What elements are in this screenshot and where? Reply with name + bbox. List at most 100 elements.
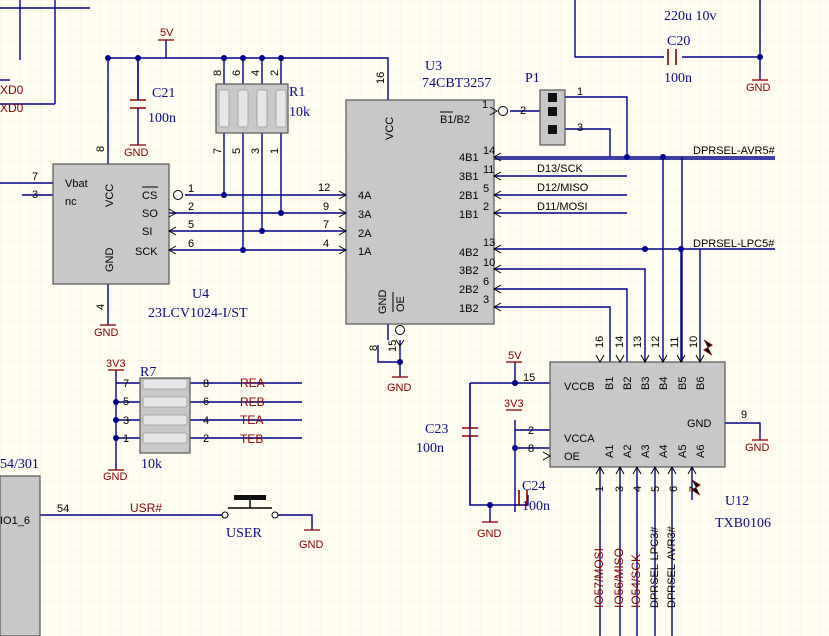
gnd-label-u3: GND [387,382,412,394]
svg-text:8: 8 [212,70,224,76]
svg-text:14: 14 [614,336,626,348]
u4-num-vbat: 7 [32,171,38,183]
u12-pin-arrows [542,354,705,475]
net-io54: IO54/SCK [629,554,643,608]
svg-text:B1: B1 [604,377,616,390]
r1-value: 10k [289,105,310,120]
net-xd0-a: XD0 [0,83,24,97]
c23-ref: C23 [425,422,448,437]
u3-oe-bubble [395,325,405,335]
junctions [105,54,763,508]
p1-pin-3: 3 [577,122,583,134]
c20-ref: C20 [667,34,690,49]
u3-num-4a: 12 [318,182,330,194]
svg-text:B4: B4 [658,377,670,390]
mcu-pin-number: 54 [57,503,69,515]
net-dprsel-avr5: DPRSEL-AVR5# [693,145,776,157]
r7-pin-numbers: 75 31 86 42 [123,378,209,445]
u3-num-2a: 7 [323,219,329,231]
c21-ref: C21 [152,86,175,101]
net-usr: USR# [130,501,162,515]
p1-pin-2: 2 [520,105,526,117]
u4-num-nc: 3 [32,189,38,201]
p1-ref: P1 [525,71,540,86]
svg-text:1: 1 [269,148,281,154]
u4-pin-sck: SCK [135,246,158,258]
r7-value: 10k [141,457,162,472]
svg-text:3: 3 [614,486,626,492]
u3-pin-1b1: 1B1 [459,209,479,221]
u12-b-pin-numbers: 16 14 13 12 11 10 [594,336,700,348]
u12-pin-gnd: GND [687,418,712,430]
u12-pin-oe: OE [564,451,580,463]
u4-num-cs: 1 [188,183,194,195]
u4-cs-bubble [173,190,183,200]
u3-num-b1b2: 1 [482,99,488,111]
r7-elements [142,378,188,444]
svg-text:4: 4 [250,70,262,76]
u3-pin-oe: OE [395,296,407,312]
svg-text:3: 3 [250,148,262,154]
u3-pin-b1b2: B1/B2 [440,114,470,126]
svg-text:5: 5 [231,148,243,154]
mcu-body [0,475,41,636]
svg-text:A5: A5 [677,445,689,458]
power-5v-label-2: 5V [508,350,522,362]
u4-num-vcc: 8 [95,146,107,152]
r7-ref: R7 [140,365,156,380]
power-labels: 5V 5V 3V3 3V3 GND GND GND GND GND GND GN… [94,27,771,551]
u12-noconnect-marks [691,339,713,496]
svg-text:5: 5 [123,396,129,408]
u4-num-sck: 6 [188,238,194,250]
u3-num-4b2: 13 [483,237,495,249]
u3-pin-3b2: 3B2 [459,265,479,277]
net-d11: D11/MOSI [537,201,588,213]
u4-pin-nc: nc [65,196,77,208]
net-dprsel-lpc5: DPRSEL-LPC5# [693,238,775,250]
u3-pin-1b2: 1B2 [459,303,479,315]
u3-pin-vcc: VCC [384,117,396,140]
svg-text:A2: A2 [622,445,634,458]
net-rea: REA [240,376,265,390]
svg-text:4: 4 [203,415,209,427]
svg-text:3: 3 [123,415,129,427]
p1-contacts [548,93,557,134]
svg-text:16: 16 [594,336,606,348]
u12-pin-vccb: VCCB [564,381,595,393]
u12-num-gnd: 9 [741,409,747,421]
u3-pin-1a: 1A [358,246,372,258]
u12-num-oe: 8 [528,443,534,455]
u3-pin-2b1: 2B1 [459,190,479,202]
c21-value: 100n [148,111,176,126]
u4-pin-gnd: GND [104,248,116,273]
power-3v3-label-1: 3V3 [504,398,524,410]
u3-pin-2a: 2A [358,228,372,240]
svg-text:7: 7 [123,378,129,390]
u3-pin-4b2: 4B2 [459,247,479,259]
gnd-label-r7: GND [103,471,128,483]
u3-pin-4a: 4A [358,190,372,202]
u3-num-4b1: 14 [483,145,495,157]
p1-pin-1: 1 [577,86,583,98]
u12-pin-vcca: VCCA [564,433,595,445]
gnd-label-sw: GND [299,539,324,551]
svg-text:B2: B2 [622,377,634,390]
net-d13: D13/SCK [537,163,584,175]
u12-num-vccb: 15 [523,372,535,384]
u3-body [345,99,495,325]
net-io56: IO56/MISO [612,548,626,608]
power-symbols [100,39,768,531]
svg-text:B3: B3 [640,377,652,390]
u12-part: TXB0106 [715,516,771,531]
u3-pin-gnd: GND [377,290,389,315]
u4-body [52,163,170,285]
u3-part: 74CBT3257 [422,76,491,91]
u3-num-3a: 9 [323,201,329,213]
net-teb: TEB [240,432,263,446]
u4-pin-vcc: VCC [104,184,116,207]
user-switch-symbol [221,495,279,519]
u3-num-gnd: 8 [368,345,380,351]
u4-part: 23LCV1024-I/ST [148,306,248,321]
net-reb: REB [240,395,265,409]
c24-ref: C24 [522,479,545,494]
